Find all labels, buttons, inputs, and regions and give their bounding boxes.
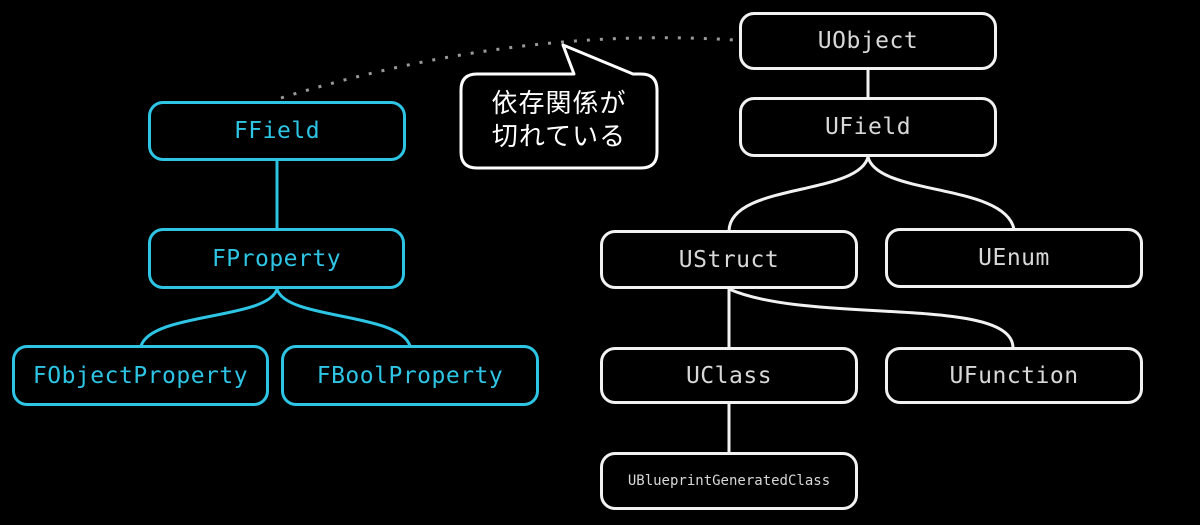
node-ffield: FField [148, 101, 406, 161]
node-uenum: UEnum [885, 228, 1143, 288]
callout-bubble [459, 43, 659, 170]
node-fboolproperty: FBoolProperty [281, 345, 539, 406]
node-ublueprintgeneratedclass: UBlueprintGeneratedClass [600, 452, 858, 510]
node-ufunction: UFunction [885, 347, 1143, 404]
node-uclass: UClass [600, 347, 858, 404]
edge-ustruct-ufunction [728, 287, 1015, 349]
dotted-dependency-link [280, 36, 735, 100]
node-fobjectproperty: FObjectProperty [12, 345, 269, 406]
edge-fproperty-fboolproperty [275, 288, 412, 347]
node-ufield: UField [739, 97, 997, 157]
node-uobject: UObject [739, 12, 997, 70]
edge-fproperty-fobjectproperty [139, 288, 279, 347]
node-fproperty: FProperty [148, 228, 405, 289]
node-ustruct: UStruct [600, 230, 858, 289]
callout-line-2: 切れている [491, 122, 627, 152]
callout-text: 依存関係が 切れている [461, 74, 657, 168]
edge-ufield-ustruct [727, 156, 870, 232]
callout-line-1: 依存関係が [491, 89, 627, 119]
edge-ufield-uenum [866, 156, 1016, 230]
